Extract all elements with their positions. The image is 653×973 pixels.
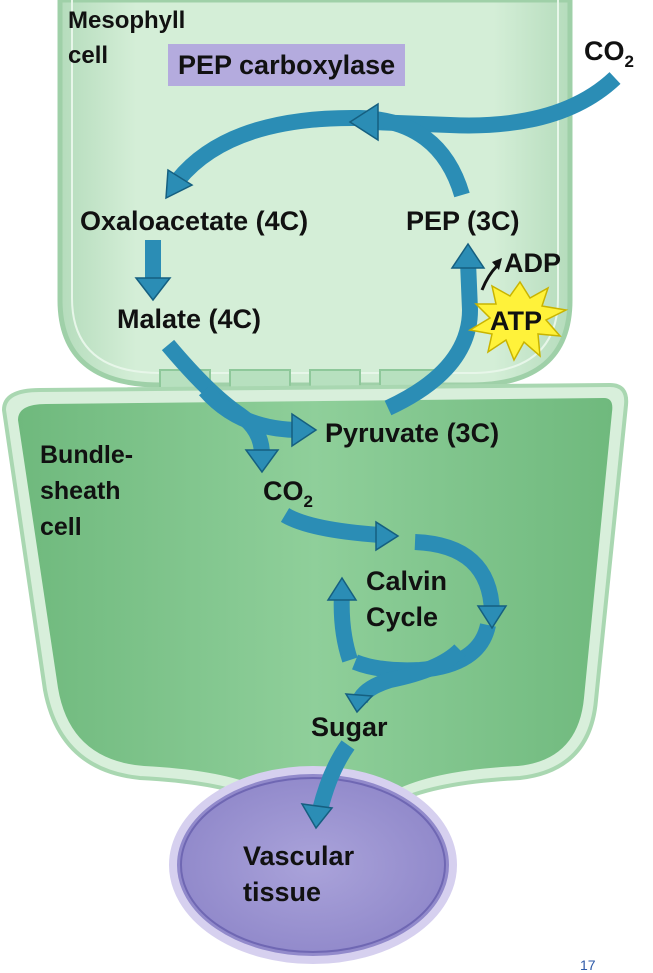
mesophyll-label-line2: cell <box>68 42 109 69</box>
atp-label: ATP <box>490 306 542 336</box>
bundle-sheath-label-line1: Bundle- <box>40 441 134 469</box>
calvin-cycle-label-line2: Cycle <box>366 602 439 632</box>
mesophyll-label-line1: Mesophyll <box>68 7 186 34</box>
co2-bundle-main: CO <box>263 476 304 506</box>
sugar-label: Sugar <box>311 712 388 742</box>
arrow-co2-entry <box>371 72 621 134</box>
arrowhead-calvin-left <box>326 576 358 601</box>
page-number: 17 <box>580 957 596 973</box>
arrow-pyruvate-to-pep <box>384 261 479 416</box>
arrowhead-calvin-entry <box>375 520 400 552</box>
arrow-calvin-to-sugar <box>352 644 466 704</box>
adp-label: ADP <box>504 248 562 278</box>
malate-label: Malate (4C) <box>117 304 262 334</box>
atp-star <box>467 280 569 362</box>
co2-input-label: CO2 <box>584 36 634 71</box>
adp-arrow <box>480 264 499 291</box>
vascular-label-line1: Vascular <box>243 841 355 871</box>
bundle-sheath-label-line2: sheath <box>40 477 121 505</box>
arrowhead-pyruvate <box>291 412 318 448</box>
arrow-calvin-left <box>333 591 358 663</box>
vascular-label-line2: tissue <box>243 877 322 907</box>
enzyme-label-pep-carboxylase: PEP carboxylase <box>168 44 406 86</box>
arrowheads <box>134 102 508 830</box>
vascular-tissue-rim <box>180 777 446 953</box>
oxaloacetate-label: Oxaloacetate (4C) <box>80 206 309 236</box>
pep-label: PEP (3C) <box>406 206 520 236</box>
arrowhead-sugar <box>344 693 374 714</box>
co2-input-main: CO <box>584 36 625 66</box>
bundle-sheath-interior <box>18 398 613 788</box>
arrow-to-pyruvate <box>198 384 301 438</box>
arrow-sugar-to-vascular <box>312 740 355 812</box>
arrowhead-co2-bundle <box>244 449 280 474</box>
arrowhead-pep <box>450 242 486 269</box>
arrow-co2-to-calvin <box>280 507 381 543</box>
arrowhead-vascular <box>300 803 334 830</box>
arrowhead-co2-entry <box>348 102 379 142</box>
arrowhead-calvin-right <box>476 605 508 630</box>
arrowhead-oxaloacetate <box>165 168 194 200</box>
arrow-calvin-right <box>414 534 500 613</box>
calvin-cycle-label-line1: Calvin <box>366 566 448 596</box>
pyruvate-label: Pyruvate (3C) <box>325 418 500 448</box>
arrows <box>145 72 621 812</box>
co2-bundle-label: CO2 <box>263 476 313 511</box>
vascular-tissue <box>169 766 457 964</box>
adp-arrowhead <box>492 258 502 270</box>
co2-bundle-subscript: 2 <box>303 492 313 511</box>
arrowhead-malate <box>134 277 172 302</box>
co2-input-subscript: 2 <box>624 52 634 71</box>
bundle-sheath-label-line3: cell <box>40 513 82 541</box>
